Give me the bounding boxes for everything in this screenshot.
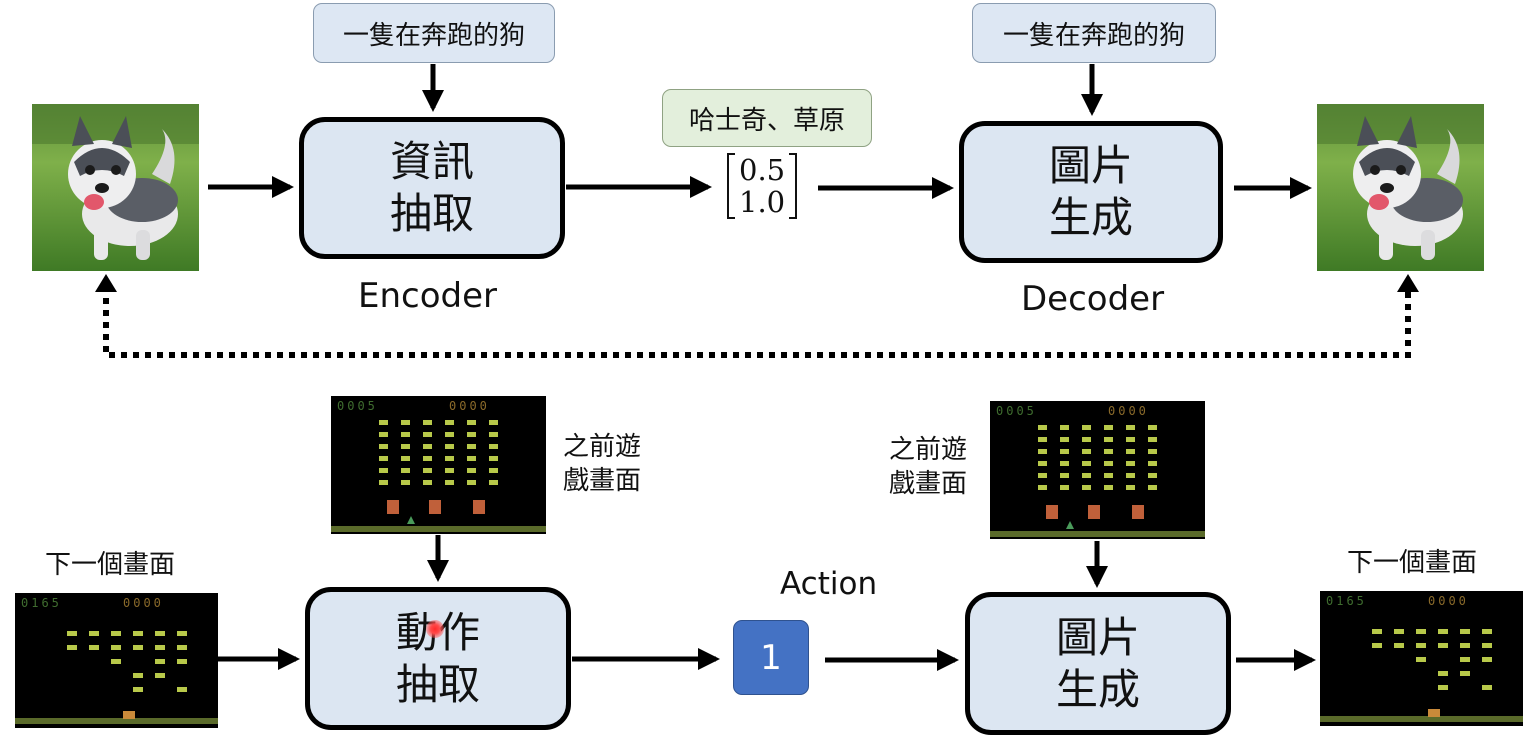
image-gen-box: 圖片 生成 bbox=[965, 592, 1231, 735]
game-screenshot-icon: 0005 0000 bbox=[331, 399, 546, 532]
vector-value-0: 0.5 bbox=[739, 153, 786, 187]
pointer-dot-icon bbox=[426, 620, 444, 638]
score-p1: 0165 bbox=[21, 596, 62, 610]
vector-left-bracket bbox=[727, 153, 735, 219]
dotted-reconstruction-path bbox=[103, 292, 1411, 358]
game-screen-next-right: 0165 0000 bbox=[1320, 591, 1523, 726]
dotted-arrowhead-right bbox=[1397, 274, 1419, 292]
game-screenshot-icon: 0165 0000 bbox=[15, 596, 218, 724]
action-extract-box: 動作 抽取 bbox=[305, 587, 571, 730]
vector-right-bracket bbox=[789, 153, 798, 219]
encoder-label: Encoder bbox=[358, 276, 498, 316]
game-screen-prev-left: 0005 0000 bbox=[331, 396, 546, 534]
game-screen-prev-right: 0005 0000 bbox=[990, 401, 1205, 539]
encoder-box: 資訊 抽取 bbox=[299, 117, 565, 259]
dotted-arrowhead-left bbox=[95, 274, 117, 292]
condition-text-left: 一隻在奔跑的狗 bbox=[313, 3, 555, 63]
score-p2: 0000 bbox=[1428, 594, 1469, 608]
next-frame-label-left: 下一個畫面 bbox=[45, 550, 176, 580]
husky-photo-output bbox=[1317, 104, 1484, 271]
condition-text-right: 一隻在奔跑的狗 bbox=[972, 3, 1216, 63]
score-p2: 0000 bbox=[449, 399, 490, 413]
score-p2: 0000 bbox=[1108, 404, 1149, 418]
next-frame-label-right: 下一個畫面 bbox=[1347, 548, 1478, 578]
action-value-box: 1 bbox=[733, 620, 809, 695]
husky-photo-icon bbox=[1317, 104, 1484, 271]
score-p2: 0000 bbox=[123, 596, 164, 610]
decoder-label: Decoder bbox=[1021, 279, 1165, 319]
latent-vector: 0.5 1.0 bbox=[727, 153, 798, 219]
game-screen-next-left: 0165 0000 bbox=[15, 593, 218, 728]
score-p1: 0165 bbox=[1326, 594, 1367, 608]
game-screenshot-icon: 0005 0000 bbox=[990, 404, 1205, 537]
husky-photo-icon bbox=[32, 104, 199, 271]
prev-frames-label-left: 之前遊 戲畫面 bbox=[563, 432, 642, 496]
prev-frames-label-right: 之前遊 戲畫面 bbox=[889, 435, 968, 499]
action-label: Action bbox=[780, 566, 878, 602]
decoder-box: 圖片 生成 bbox=[959, 121, 1223, 263]
husky-photo-input bbox=[32, 104, 199, 271]
latent-semantic-tag: 哈士奇、草原 bbox=[662, 89, 872, 147]
score-p1: 0005 bbox=[996, 404, 1037, 418]
vector-value-1: 1.0 bbox=[739, 185, 786, 219]
score-p1: 0005 bbox=[337, 399, 378, 413]
game-screenshot-icon: 0165 0000 bbox=[1320, 594, 1523, 722]
